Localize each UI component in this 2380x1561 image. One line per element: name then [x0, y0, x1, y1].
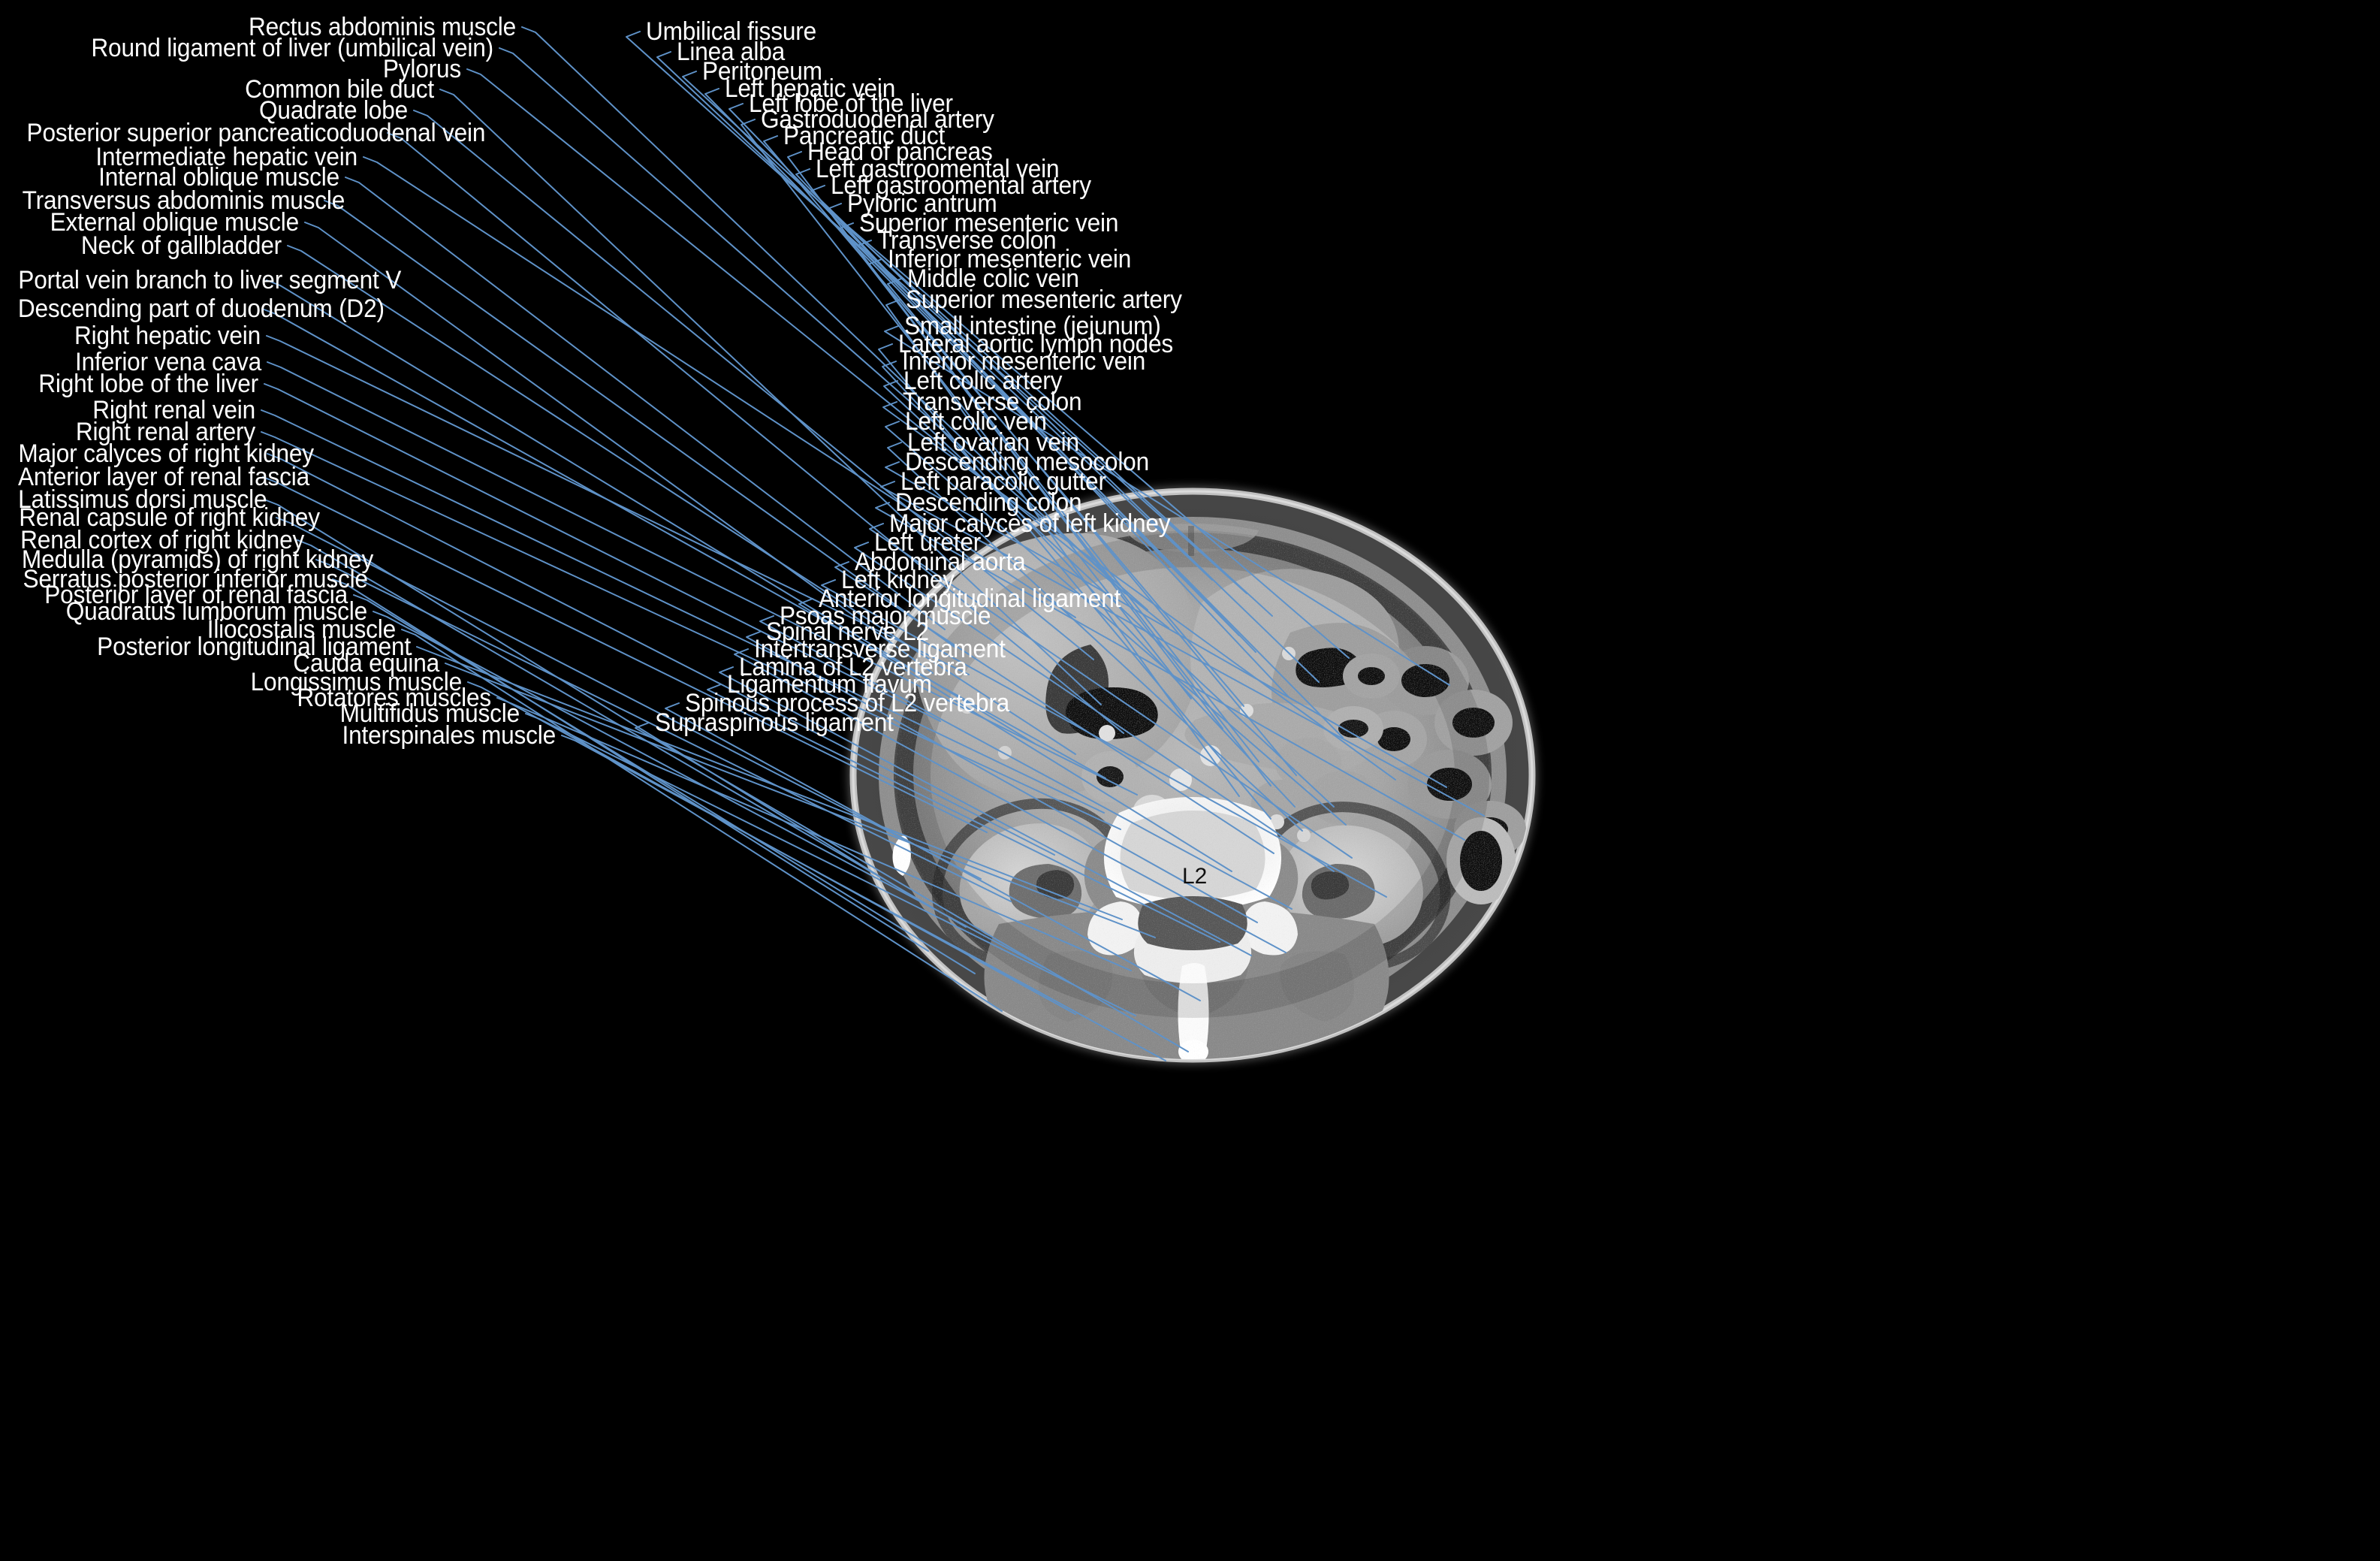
anatomy-label-psoas-major-muscle: Psoas major muscle [780, 602, 991, 630]
anatomy-label-transversus-abdominis-muscle: Transversus abdominis muscle [22, 186, 345, 215]
anatomy-label-pyloric-antrum: Pyloric antrum [847, 189, 997, 218]
anatomy-label-right-lobe-of-the-liver: Right lobe of the liver [38, 370, 258, 398]
anatomy-label-head-of-pancreas: Head of pancreas [807, 137, 993, 166]
anatomy-label-renal-capsule-of-right-kidney: Renal capsule of right kidney [19, 503, 320, 532]
anatomy-label-supraspinous-ligament: Supraspinous ligament [655, 708, 894, 737]
anatomy-label-left-kidney: Left kidney [841, 566, 955, 594]
anatomy-label-inferior-vena-cava: Inferior vena cava [74, 348, 261, 376]
anatomy-label-renal-cortex-of-right-kidney: Renal cortex of right kidney [20, 526, 305, 554]
anatomy-label-left-lobe-of-the-liver: Left lobe of the liver [749, 89, 953, 118]
anatomy-label-posterior-longitudinal-ligament: Posterior longitudinal ligament [97, 633, 411, 661]
anatomy-label-pylorus: Pylorus [382, 55, 461, 83]
anatomy-label-descending-part-of-duodenum-d2: Descending part of duodenum (D2) [17, 294, 385, 323]
anatomy-label-anterior-longitudinal-ligament: Anterior longitudinal ligament [819, 584, 1121, 613]
anatomy-label-iliocostalis-muscle: Iliocostalis muscle [207, 615, 396, 644]
anatomy-label-rectus-abdominis-muscle: Rectus abdominis muscle [249, 13, 516, 41]
anatomy-label-descending-mesocolon: Descending mesocolon [905, 448, 1149, 476]
anatomy-label-latissimus-dorsi-muscle: Latissimus dorsi muscle [18, 485, 267, 514]
anatomy-label-internal-oblique-muscle: Internal oblique muscle [98, 163, 339, 192]
anatomy-label-right-hepatic-vein: Right hepatic vein [74, 322, 261, 350]
anatomy-label-inferior-mesenteric-vein: Inferior mesenteric vein [902, 347, 1146, 376]
anatomy-label-quadratus-lumborum-muscle: Quadratus lumborum muscle [65, 597, 367, 626]
anatomy-label-intermediate-hepatic-vein: Intermediate hepatic vein [95, 143, 358, 171]
anatomy-label-spinal-nerve-l2: Spinal nerve L2 [766, 617, 929, 646]
anatomy-label-cauda-equina: Cauda equina [293, 649, 439, 678]
anatomy-label-neck-of-gallbladder: Neck of gallbladder [80, 231, 282, 260]
anatomy-label-left-gastroomental-artery: Left gastroomental artery [831, 171, 1091, 200]
anatomy-label-linea-alba: Linea alba [677, 38, 786, 66]
anatomy-label-lateral-aortic-lymph-nodes: Lateral aortic lymph nodes [898, 330, 1174, 358]
anatomy-label-left-ovarian-vein: Left ovarian vein [907, 428, 1079, 457]
anatomy-label-left-paracolic-gutter: Left paracolic gutter [900, 467, 1106, 496]
anatomy-label-umbilical-fissure: Umbilical fissure [646, 17, 817, 46]
anatomy-label-superior-mesenteric-artery: Superior mesenteric artery [906, 285, 1182, 314]
anatomy-label-external-oblique-muscle: External oblique muscle [50, 208, 300, 237]
anatomy-label-right-renal-vein: Right renal vein [92, 396, 256, 424]
anatomy-label-interspinales-muscle: Interspinales muscle [342, 721, 556, 750]
anatomy-label-left-ureter: Left ureter [874, 528, 982, 557]
anatomy-label-rotatores-muscles: Rotatores muscles [297, 684, 491, 712]
anatomy-label-superior-mesenteric-vein: Superior mesenteric vein [859, 209, 1119, 237]
anatomy-label-left-gastroomental-vein: Left gastroomental vein [816, 155, 1060, 183]
anatomy-label-transverse-colon: Transverse colon [877, 226, 1057, 255]
vertebra-level-tag: L2 [1182, 864, 1208, 889]
anatomy-label-gastroduodenal-artery: Gastroduodenal artery [761, 105, 994, 134]
anatomy-label-small-intestine-jejunum: Small intestine (jejunum) [904, 312, 1161, 340]
anatomy-label-major-calyces-of-left-kidney: Major calyces of left kidney [889, 509, 1171, 538]
anatomy-label-left-hepatic-vein: Left hepatic vein [725, 74, 896, 103]
anatomy-label-lamina-of-l2-vertebra: Lamina of L2 vertebra [739, 653, 967, 681]
anatomy-label-ligamentum-flavum: Ligamentum flavum [727, 670, 932, 699]
anatomy-label-right-renal-artery: Right renal artery [75, 418, 255, 446]
anatomy-label-intertransverse-ligament: Intertransverse ligament [754, 635, 1006, 663]
anatomy-label-abdominal-aorta: Abdominal aorta [855, 548, 1026, 576]
anatomy-label-longissimus-muscle: Longissimus muscle [250, 668, 463, 696]
anatomy-label-inferior-mesenteric-vein: Inferior mesenteric vein [888, 245, 1132, 273]
anatomy-label-common-bile-duct: Common bile duct [245, 75, 434, 104]
anatomy-label-transverse-colon: Transverse colon [903, 388, 1082, 416]
anatomy-label-quadrate-lobe: Quadrate lobe [259, 96, 408, 125]
anatomy-label-round-ligament-of-liver-umbilical-vein: Round ligament of liver (umbilical vein) [91, 34, 494, 62]
anatomy-label-peritoneum: Peritoneum [702, 57, 822, 86]
anatomy-label-descending-colon: Descending colon [895, 488, 1082, 517]
anatomy-label-portal-vein-branch-to-liver-segment-v: Portal vein branch to liver segment V [18, 266, 402, 294]
anatomy-label-left-colic-artery: Left colic artery [903, 367, 1063, 395]
anatomy-label-middle-colic-vein: Middle colic vein [907, 264, 1079, 293]
anatomy-label-multifidus-muscle: Multifidus muscle [339, 699, 520, 728]
anatomy-label-left-colic-vein: Left colic vein [905, 407, 1047, 436]
anatomy-label-pancreatic-duct: Pancreatic duct [783, 122, 946, 150]
anatomy-label-serratus-posterior-inferior-muscle: Serratus posterior inferior muscle [23, 565, 368, 593]
anatomy-label-posterior-superior-pancreaticoduodenal-vein: Posterior superior pancreaticoduodenal v… [26, 119, 486, 147]
anatomy-label-spinous-process-of-l2-vertebra: Spinous process of L2 vertebra [685, 689, 1010, 717]
anatomy-label-posterior-layer-of-renal-fascia: Posterior layer of renal fascia [44, 581, 348, 609]
